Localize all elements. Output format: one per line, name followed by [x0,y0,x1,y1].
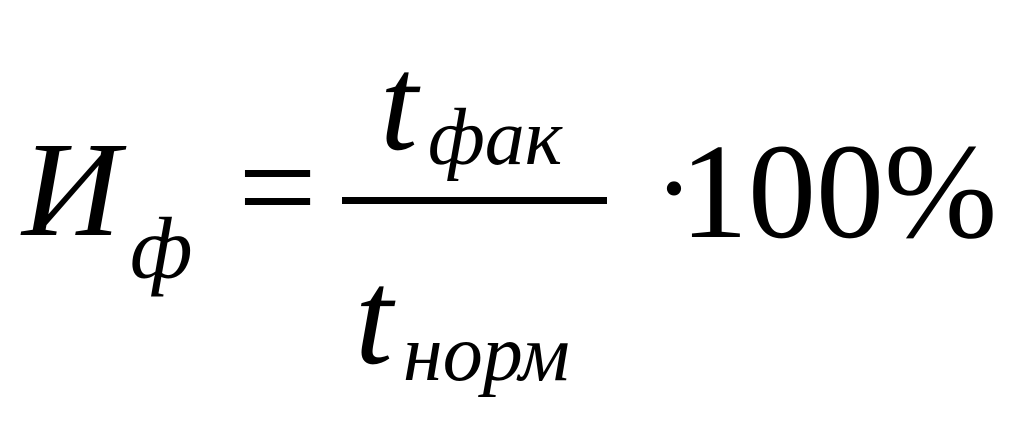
fraction-bar [342,197,607,204]
equals-sign: = [238,110,317,265]
percent-factor: 100% [680,117,998,267]
numerator-subscript: фак [428,94,563,182]
denominator-subscript: норм [403,310,570,398]
denominator-symbol: t [355,243,393,393]
lhs-subscript: ф [130,201,193,298]
multiply-dot: · [654,121,694,254]
lhs-symbol: И [22,115,121,265]
numerator-symbol: t [380,29,418,179]
